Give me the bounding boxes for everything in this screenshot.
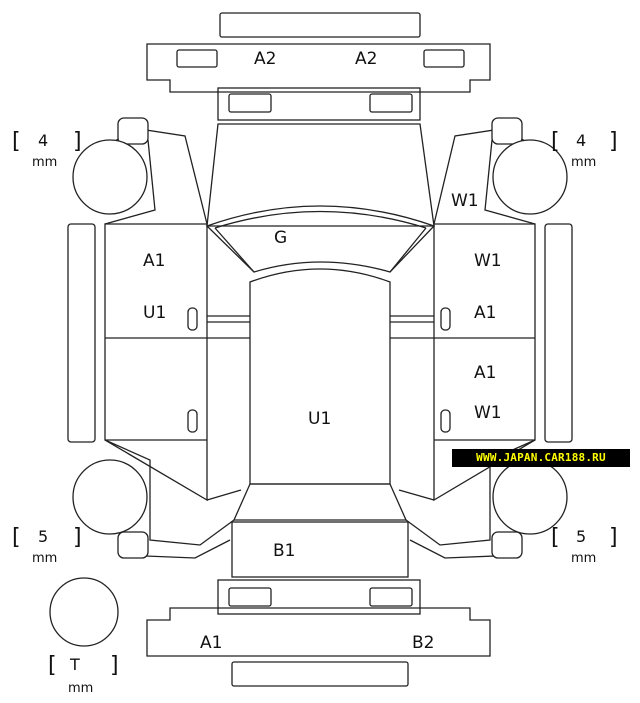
code-left-front-door-2: U1: [143, 303, 166, 323]
svg-text:[: [: [12, 129, 21, 154]
code-right-front-door-2: A1: [474, 303, 496, 323]
tire-depth-front-left: [ 4 ] mm: [12, 129, 82, 170]
front-plate-bar: [219, 12, 421, 38]
rear-bumper: [146, 607, 491, 657]
code-rear-bumper-right: B2: [412, 633, 434, 653]
code-rear-bumper-left: A1: [200, 633, 222, 653]
tire-depth-unit: mm: [571, 155, 596, 170]
windshield: [205, 205, 436, 273]
tire-depth-rear-right: [ 5 ] mm: [551, 525, 618, 566]
front-left-wheel: [72, 139, 148, 215]
tire-depth-front-right: [ 4 ] mm: [551, 129, 618, 170]
tire-depth-rear-left: [ 5 ] mm: [12, 525, 82, 566]
left-front-door-handle: [187, 307, 198, 331]
rear-window: [206, 483, 435, 521]
tire-depth-unit: mm: [68, 681, 93, 696]
front-left-mirror: [117, 117, 149, 145]
left-rear-door-handle: [187, 409, 198, 433]
code-right-front-door-1: W1: [474, 251, 502, 271]
code-right-fender-top: W1: [451, 191, 479, 211]
left-side-skirt: [67, 223, 96, 443]
code-front-bumper-right: A2: [355, 49, 377, 69]
headlight-left: [228, 93, 272, 113]
code-front-bumper-left: A2: [254, 49, 276, 69]
rear-right-wheel: [492, 459, 568, 535]
tire-depth-unit: mm: [571, 551, 596, 566]
tire-depth-unit: mm: [32, 551, 57, 566]
code-right-rear-door-1: A1: [474, 363, 496, 383]
taillight-left: [228, 587, 272, 607]
svg-text:[: [: [551, 525, 560, 550]
right-rear-door-handle: [440, 409, 451, 433]
left-body-side: [104, 223, 250, 502]
hood: [206, 123, 435, 227]
svg-text:[: [: [551, 129, 560, 154]
grille-bar: [217, 87, 421, 121]
code-right-rear-door-2: W1: [474, 403, 502, 423]
tire-depth-unit: mm: [32, 155, 57, 170]
spare-wheel: [49, 577, 119, 647]
code-windshield: G: [274, 228, 287, 248]
rear-lights-bar: [217, 579, 421, 615]
svg-text:]: ]: [609, 525, 618, 550]
svg-text:[: [: [12, 525, 21, 550]
svg-text:]: ]: [73, 525, 82, 550]
rear-left-corner: [117, 531, 149, 559]
windshield-inner: [214, 210, 427, 273]
front-right-mirror: [491, 117, 523, 145]
front-bumper: [146, 43, 491, 93]
roof: [249, 268, 391, 485]
tire-depth-value: 5: [576, 527, 586, 546]
right-front-door-handle: [440, 307, 451, 331]
front-bumper-light-right: [423, 49, 465, 68]
rear-plate-bar: [231, 661, 409, 687]
watermark: WWW.JAPAN.CAR188.RU: [452, 449, 630, 467]
svg-text:]: ]: [110, 653, 119, 678]
svg-text:[: [: [48, 653, 57, 678]
front-right-wheel: [492, 139, 568, 215]
code-left-front-door-1: A1: [143, 251, 165, 271]
front-bumper-light-left: [176, 49, 218, 68]
taillight-right: [369, 587, 413, 607]
svg-text:]: ]: [73, 129, 82, 154]
headlight-right: [369, 93, 413, 113]
right-side-skirt: [544, 223, 573, 443]
code-roof: U1: [308, 409, 331, 429]
tire-depth-value: T: [69, 655, 80, 674]
svg-text:]: ]: [609, 129, 618, 154]
tire-depth-value: 5: [38, 527, 48, 546]
rear-left-wheel: [72, 459, 148, 535]
tire-depth-value: 4: [38, 131, 48, 150]
tire-depth-value: 4: [576, 131, 586, 150]
trunk: [231, 521, 409, 578]
rear-right-corner: [491, 531, 523, 559]
side-mirror-links: [207, 315, 434, 323]
code-trunk: B1: [273, 541, 295, 561]
tire-depth-spare: [ T ] mm: [48, 653, 119, 696]
